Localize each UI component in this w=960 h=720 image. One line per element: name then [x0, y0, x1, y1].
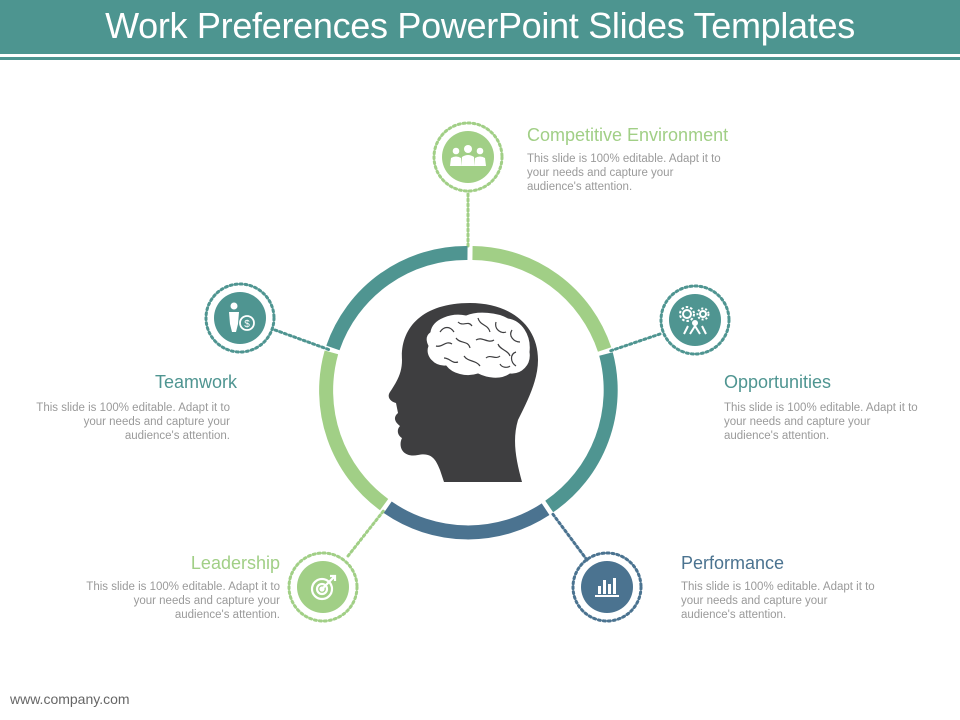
bar-chart-icon: [595, 578, 619, 597]
ring-segment-blue-bottom: [383, 501, 550, 540]
ring-segment-green-top: [472, 246, 612, 352]
performance-title: Performance: [681, 553, 785, 573]
businessman-money-icon: $: [229, 302, 255, 332]
gears-icon: [679, 306, 710, 335]
connector-teamwork: [273, 328, 332, 352]
connector-performance: [550, 511, 589, 562]
icon-opportunities: [659, 284, 731, 356]
slide-title: Work Preferences PowerPoint Slides Templ…: [105, 5, 855, 46]
opportunities-title: Opportunities: [724, 372, 832, 392]
performance-desc: This slide is 100% editable. Adapt it to…: [681, 581, 875, 621]
target-icon: [310, 574, 337, 601]
ring-segment-green-left: [319, 350, 389, 511]
leadership-title: Leadership: [190, 553, 280, 573]
footer-url: www.company.com: [10, 691, 130, 707]
title-underline: [0, 57, 960, 60]
leadership-desc: This slide is 100% editable. Adapt it to…: [86, 581, 280, 621]
connector-opportunities: [608, 332, 662, 353]
icon-leadership: [287, 551, 359, 623]
ring-segment-teal-topleft: [326, 245, 468, 351]
head-brain-icon: [388, 303, 538, 482]
icon-performance: [571, 551, 643, 623]
icon-competitive-environment: [432, 121, 504, 193]
competitive-environment-desc: This slide is 100% editable. Adapt it to…: [527, 153, 721, 193]
title-bar: [0, 0, 960, 54]
people-group-icon: [450, 145, 486, 166]
teamwork-desc: This slide is 100% editable. Adapt it to…: [36, 402, 230, 442]
competitive-environment-title: Competitive Environment: [527, 125, 729, 145]
icon-teamwork: $: [204, 282, 276, 354]
connector-leadership: [346, 507, 387, 558]
svg-text:$: $: [244, 319, 250, 330]
ring-segment-teal-right: [545, 352, 618, 513]
teamwork-title: Teamwork: [154, 372, 237, 392]
opportunities-desc: This slide is 100% editable. Adapt it to…: [724, 402, 918, 442]
